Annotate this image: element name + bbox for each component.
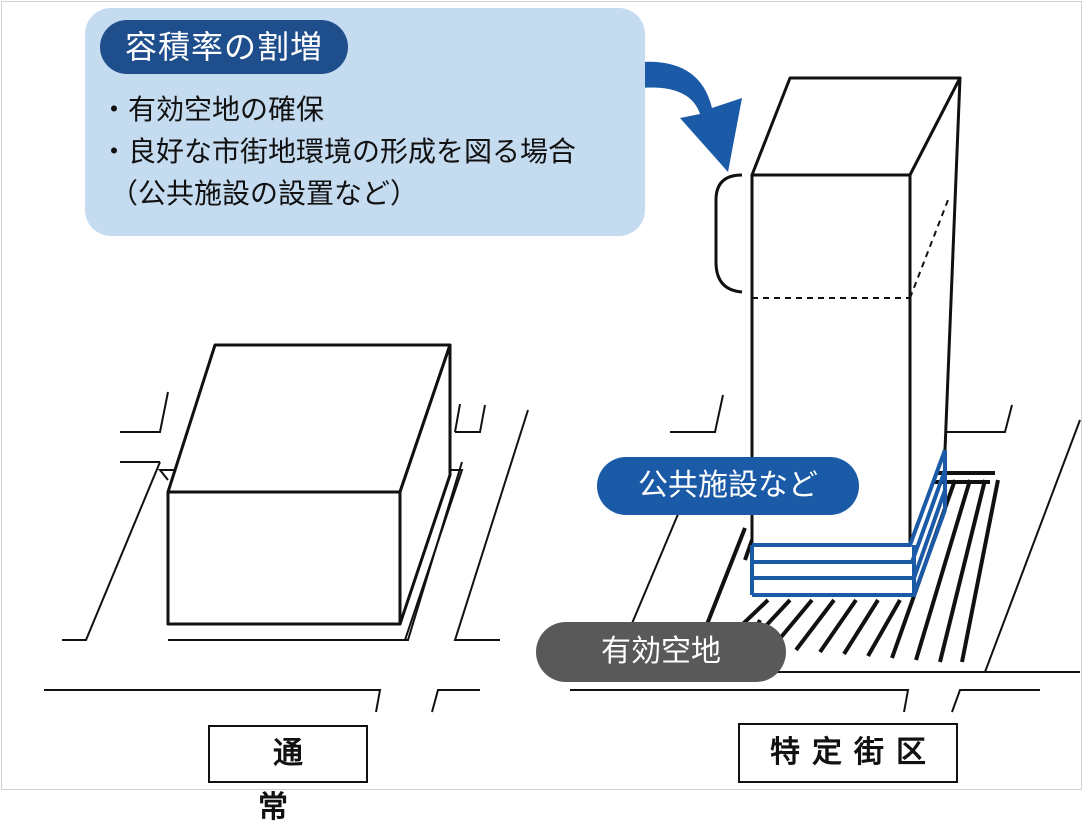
bonus-arrow-icon bbox=[640, 61, 742, 172]
callout-bullet: ・良好な市街地環境の形成を図る場合 bbox=[100, 135, 577, 168]
normal-case-label: 通 常 bbox=[208, 725, 368, 825]
special-building bbox=[750, 76, 962, 547]
normal-building bbox=[166, 343, 452, 626]
public-facility-lines bbox=[750, 449, 947, 597]
building-diagram bbox=[44, 61, 1081, 713]
open-space-label: 有効空地 bbox=[536, 622, 786, 682]
figure-frame bbox=[1, 1, 1082, 790]
public-facilities-label: 公共施設など bbox=[597, 457, 859, 515]
callout-bullet: （公共施設の設置など） bbox=[110, 177, 419, 210]
callout-title: 容積率の割増 bbox=[100, 20, 348, 74]
callout-bullet: ・有効空地の確保 bbox=[100, 93, 325, 126]
special-block-label: 特定街区 bbox=[738, 723, 958, 783]
bonus-bracket bbox=[714, 173, 743, 294]
bonus-floor-boundary bbox=[752, 199, 949, 299]
normal-site-outline bbox=[157, 469, 464, 641]
